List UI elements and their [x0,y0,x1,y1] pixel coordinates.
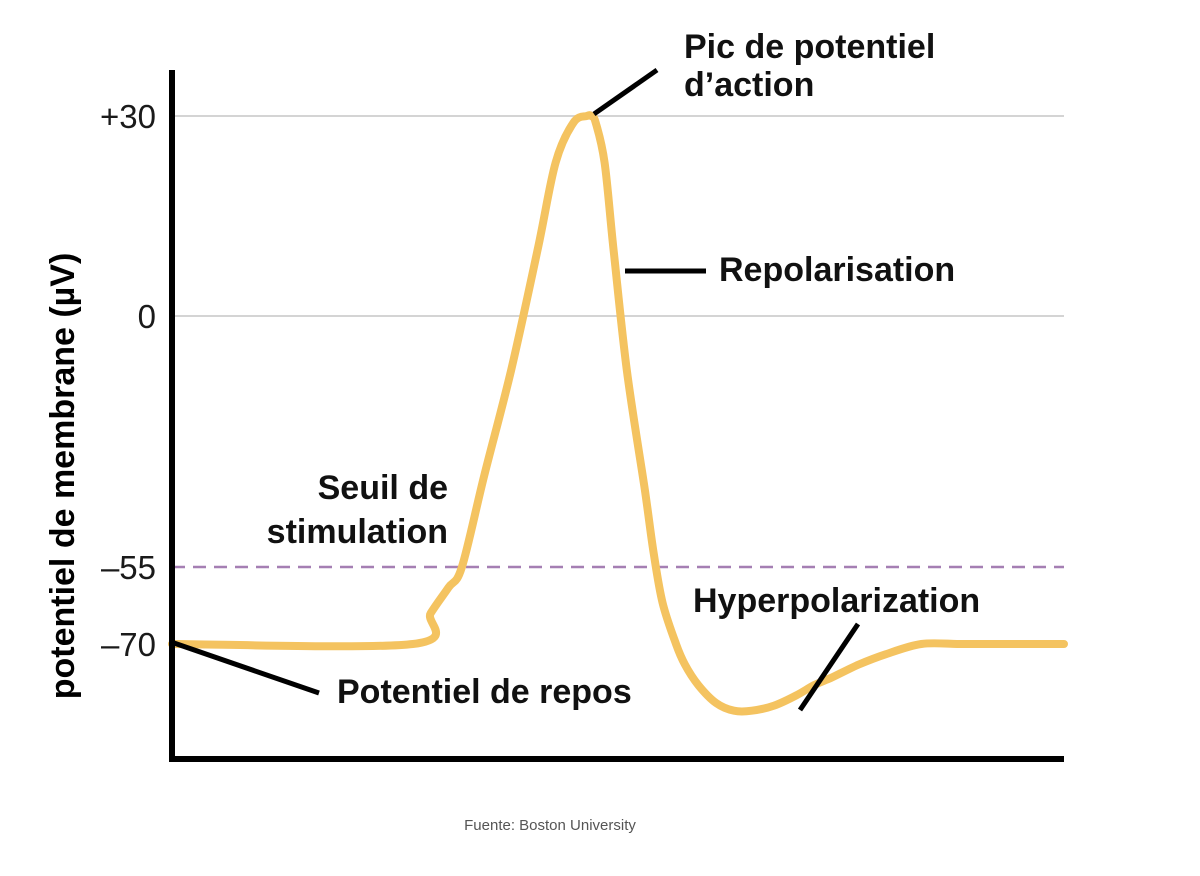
y-tick-label-2: –55 [101,549,156,586]
axes-layer [169,70,1064,762]
leader-line-peak [592,67,659,117]
annotation-threshold-line-1: stimulation [267,513,448,551]
annotation-layer: Pic de potentield’actionRepolarisationSe… [267,28,981,711]
annotation-hyperpolarization-line-0: Hyperpolarization [693,582,980,620]
annotation-peak-line-0: Pic de potentiel [684,28,935,66]
y-tick-label-0: +30 [100,98,156,135]
annotation-threshold-line-0: Seuil de [318,469,448,507]
series-layer [168,111,1068,716]
annotation-peak-line-1: d’action [684,66,814,104]
annotation-repolarisation-line-0: Repolarisation [719,251,955,289]
y-tick-label-1: 0 [138,298,156,335]
source-note: Fuente: Boston University [464,817,636,834]
series-line-0 [168,111,1068,716]
y-tick-label-3: –70 [101,626,156,663]
y-axis-label: potentiel de membrane (µV) [44,253,82,700]
leader-line-hyperpolarization [797,622,861,712]
leader-layer [173,67,861,712]
leader-line-resting [173,640,320,696]
ticks-layer: +30 0 –55 –70 [100,98,156,663]
annotation-resting-line-0: Potentiel de repos [337,673,632,711]
